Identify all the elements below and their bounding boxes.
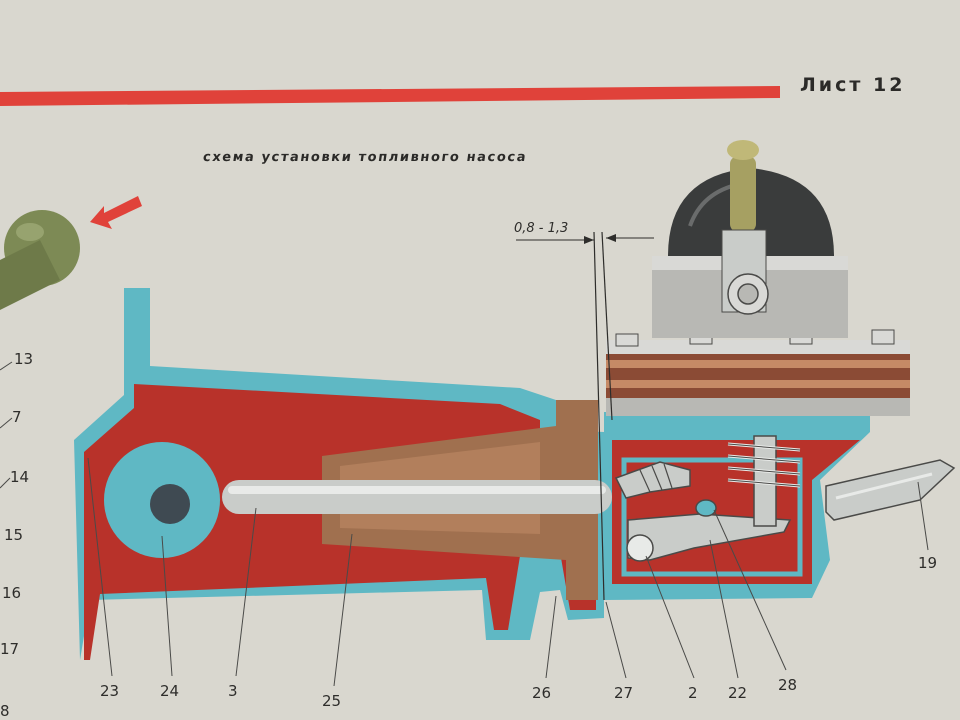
knob [0,210,80,310]
priming-lever [825,459,956,521]
label-27: 27 [614,684,633,702]
label-15: 15 [4,526,23,544]
label-14: 14 [10,468,29,486]
pump-lever [614,461,792,562]
label-19: 19 [918,554,937,572]
pusher-rod [222,480,612,514]
label-7: 7 [12,408,22,426]
label-8: 8 [0,702,10,720]
label-13: 13 [14,350,33,368]
label-2: 2 [688,684,698,702]
clearance-dimension: 0,8 - 1,3 [514,221,654,601]
label-25: 25 [322,692,341,710]
pump-stem [727,435,801,527]
label-24: 24 [160,682,179,700]
dimension-text: 0,8 - 1,3 [514,221,568,236]
eccentric-cam [104,442,220,558]
header-stripe [0,86,780,106]
label-23: 23 [100,682,119,700]
label-22: 22 [728,684,747,702]
label-17: 17 [0,640,19,658]
label-28: 28 [778,676,797,694]
sheet-number: Лист 12 [800,74,906,96]
label-26: 26 [532,684,551,702]
fuel-pump [606,140,910,416]
label-3: 3 [228,682,238,700]
arrow-left-icon [90,196,142,229]
label-16: 16 [2,584,21,602]
leader-lines [0,361,929,687]
